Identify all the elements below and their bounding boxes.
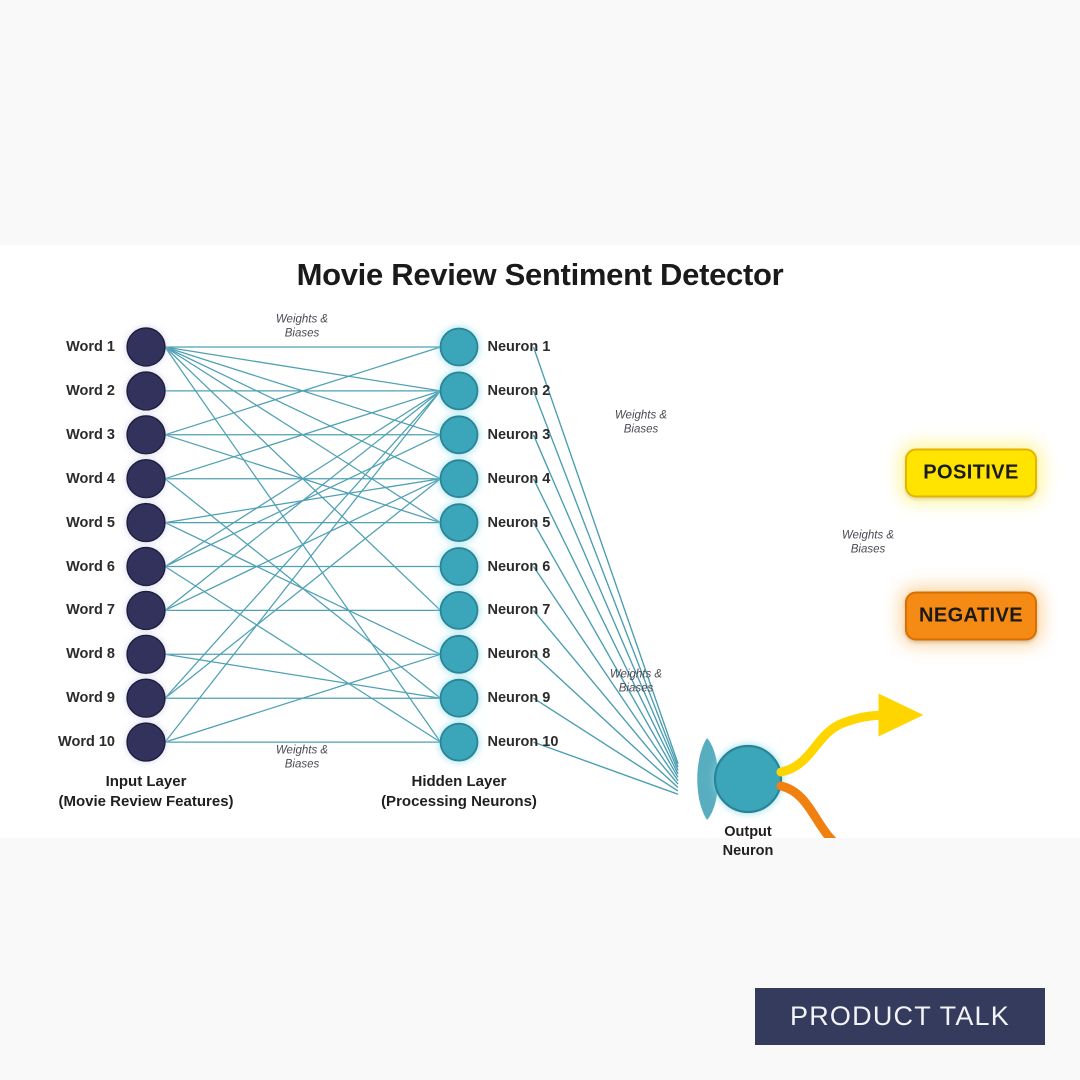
output-crest-shape bbox=[697, 738, 719, 820]
annotation-line-1: Weights & bbox=[275, 313, 329, 326]
input-node[interactable] bbox=[126, 502, 166, 543]
hidden-layer-nodes bbox=[439, 327, 479, 762]
hidden-node-label: Neuron 10 bbox=[487, 734, 559, 751]
neural-network-svg bbox=[126, 327, 924, 838]
input-node-label: Word 4 bbox=[66, 470, 115, 487]
input-to-hidden-edges bbox=[164, 346, 442, 743]
hidden-node[interactable] bbox=[439, 503, 479, 543]
annotation-line-1: Weights & bbox=[841, 529, 895, 542]
input-node-label: Word 7 bbox=[66, 602, 115, 619]
hidden-node-label: Neuron 2 bbox=[487, 382, 551, 399]
output-label-line-1: Output bbox=[724, 824, 772, 840]
input-node[interactable] bbox=[126, 415, 166, 455]
input-node-label: Word 6 bbox=[66, 558, 115, 575]
negative-label: NEGATIVE bbox=[919, 604, 1023, 627]
input-node-label: Word 3 bbox=[66, 426, 115, 443]
hidden-node[interactable] bbox=[439, 722, 479, 762]
hidden-node[interactable] bbox=[439, 678, 479, 718]
input-layer-caption: Input Layer (Movie Review Features) bbox=[58, 772, 233, 813]
input-node-label: Word 1 bbox=[66, 339, 115, 355]
annotation-line-1: Weights & bbox=[609, 668, 663, 681]
input-node-label: Word 10 bbox=[58, 734, 115, 751]
hidden-node-label: Neuron 8 bbox=[487, 646, 551, 663]
annotation-line-2: Biases bbox=[618, 683, 654, 695]
annotation-line-2: Biases bbox=[623, 424, 659, 436]
input-node[interactable] bbox=[126, 371, 166, 411]
input-node[interactable] bbox=[126, 327, 166, 367]
hidden-node[interactable] bbox=[439, 371, 479, 411]
negative-arrow bbox=[776, 781, 837, 838]
input-node[interactable] bbox=[126, 458, 166, 499]
weights-biases-annotation-4: Weights & Biases bbox=[610, 668, 662, 697]
output-neuron-label: Output Neuron bbox=[723, 823, 774, 861]
page-title: Movie Review Sentiment Detector bbox=[296, 257, 784, 292]
input-node[interactable] bbox=[126, 634, 166, 674]
weights-biases-annotation-3: Weights & Biases bbox=[615, 409, 667, 438]
caption-line-2: (Movie Review Features) bbox=[58, 793, 234, 811]
annotation-line-2: Biases bbox=[850, 544, 886, 556]
hidden-node-label: Neuron 1 bbox=[487, 339, 551, 355]
weights-biases-annotation-5: Weights & Biases bbox=[842, 529, 894, 558]
hidden-node[interactable] bbox=[439, 327, 479, 367]
input-node[interactable] bbox=[126, 546, 166, 587]
annotation-line-2: Biases bbox=[284, 328, 320, 340]
output-label-line-2: Neuron bbox=[722, 842, 774, 859]
caption-line-1: Hidden Layer bbox=[411, 773, 507, 790]
hidden-layer-caption: Hidden Layer (Processing Neurons) bbox=[381, 772, 537, 813]
hidden-node[interactable] bbox=[439, 547, 479, 586]
hidden-node[interactable] bbox=[439, 634, 479, 674]
output-chip-negative[interactable]: NEGATIVE bbox=[905, 591, 1037, 641]
hidden-node-label: Neuron 3 bbox=[487, 426, 551, 443]
watermark-text: PRODUCT TALK bbox=[790, 1001, 1010, 1031]
caption-line-2: (Processing Neurons) bbox=[381, 793, 537, 811]
watermark-badge: PRODUCT TALK bbox=[755, 988, 1045, 1045]
diagram-card: Movie Review Sentiment Detector bbox=[0, 245, 1080, 859]
hidden-node-label: Neuron 4 bbox=[487, 470, 551, 487]
hidden-node-label: Neuron 7 bbox=[487, 602, 551, 619]
output-chip-positive[interactable]: POSITIVE bbox=[905, 448, 1037, 498]
input-node-label: Word 8 bbox=[66, 646, 115, 663]
input-node[interactable] bbox=[126, 678, 166, 718]
annotation-line-1: Weights & bbox=[275, 744, 329, 757]
hidden-node[interactable] bbox=[439, 415, 479, 455]
positive-arrow bbox=[776, 693, 924, 777]
hidden-node[interactable] bbox=[439, 459, 479, 499]
caption-line-1: Input Layer bbox=[105, 773, 187, 790]
input-node[interactable] bbox=[126, 722, 166, 762]
weights-biases-annotation-2: Weights & Biases bbox=[276, 744, 328, 773]
input-node-label: Word 2 bbox=[66, 382, 115, 399]
weights-biases-annotation-1: Weights & Biases bbox=[276, 313, 328, 342]
annotation-line-1: Weights & bbox=[614, 409, 668, 422]
hidden-node[interactable] bbox=[439, 590, 479, 630]
hidden-to-output-edges bbox=[532, 346, 679, 795]
input-layer-nodes bbox=[126, 327, 166, 762]
input-node[interactable] bbox=[126, 590, 166, 631]
positive-label: POSITIVE bbox=[923, 461, 1019, 484]
hidden-node-label: Neuron 5 bbox=[487, 514, 551, 531]
input-node-label: Word 9 bbox=[66, 690, 115, 707]
hidden-node-label: Neuron 9 bbox=[487, 690, 551, 707]
output-neuron-node bbox=[697, 738, 783, 820]
annotation-line-2: Biases bbox=[284, 759, 320, 771]
input-node-label: Word 5 bbox=[66, 514, 115, 531]
output-neuron-circle bbox=[713, 744, 783, 814]
hidden-node-label: Neuron 6 bbox=[487, 558, 551, 575]
